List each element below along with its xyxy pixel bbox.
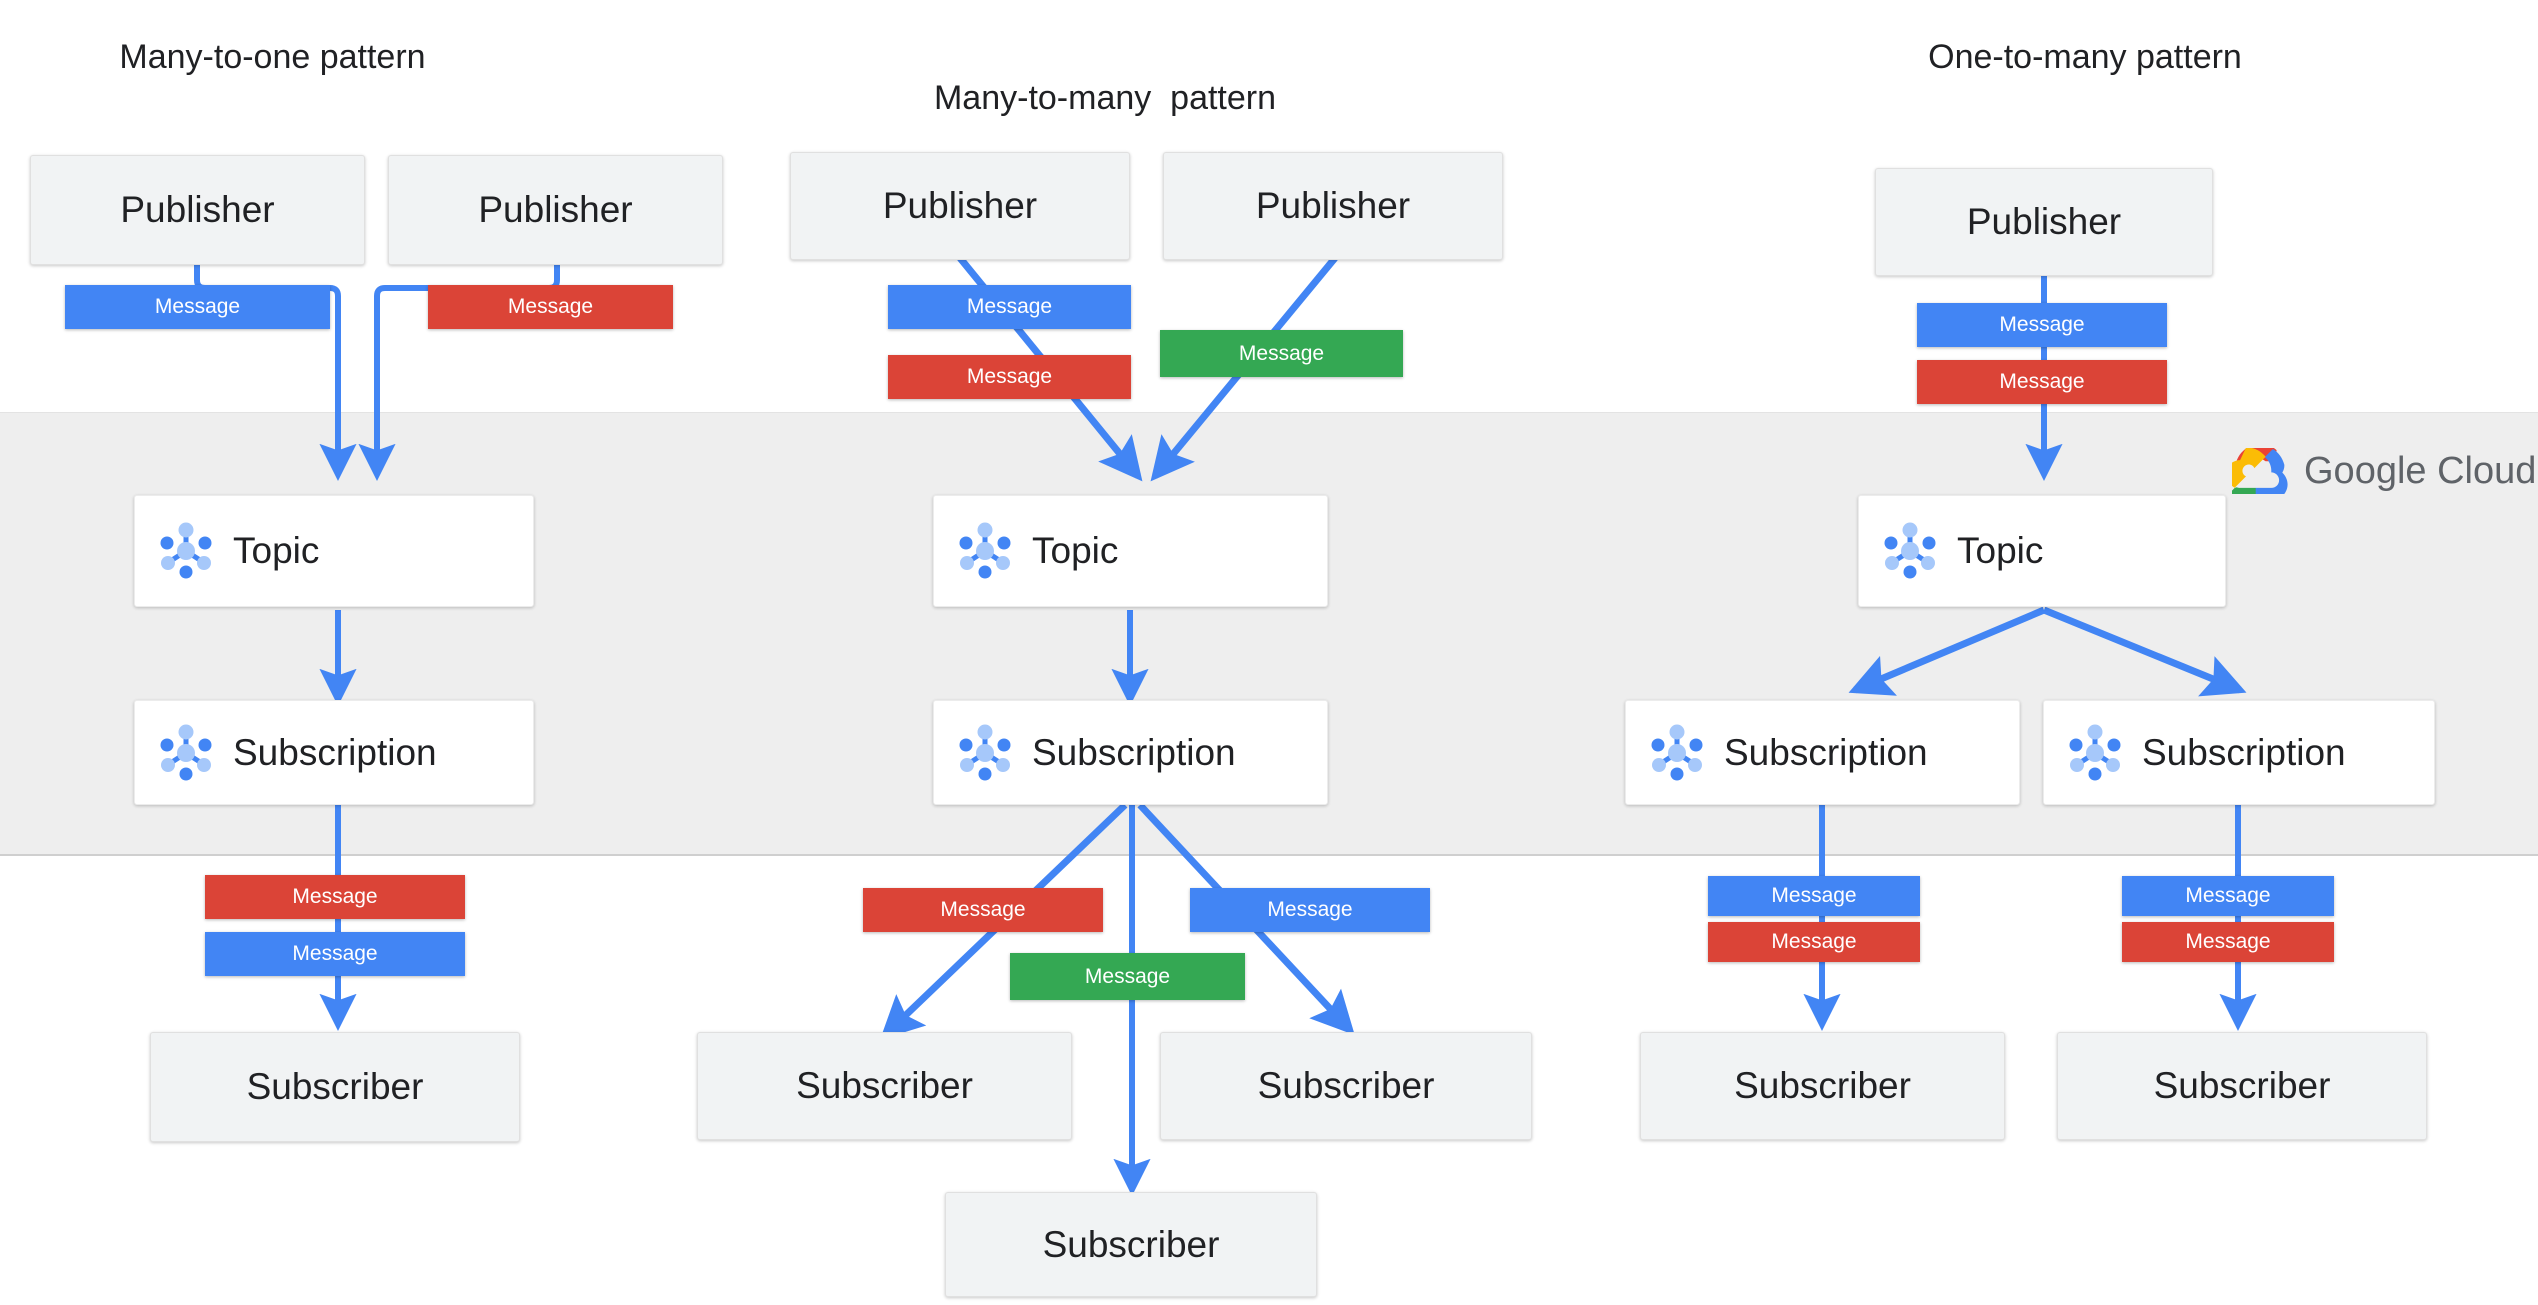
subscription-box[interactable]: Subscription [2043,700,2435,805]
message-label: Message [1267,898,1353,921]
publisher-box[interactable]: Publisher [1875,168,2213,276]
message-badge: Message [863,888,1103,932]
message-label: Message [1771,930,1857,953]
message-badge: Message [2122,922,2334,962]
publisher-label: Publisher [882,185,1038,226]
message-badge: Message [65,285,330,329]
subscriber-label: Subscriber [2153,1065,2331,1106]
message-label: Message [940,898,1026,921]
message-label: Message [2185,930,2271,953]
message-label: Message [966,365,1053,388]
pubsub-icon [160,522,212,579]
message-badge: Message [2122,876,2334,916]
message-badge: Message [205,875,465,919]
publisher-label: Publisher [478,189,633,230]
message-label: Message [2185,884,2271,907]
message-badge: Message [1010,953,1245,1000]
pubsub-icon [1651,724,1703,780]
subscriber-box[interactable]: Subscriber [1640,1032,2005,1140]
publisher-label: Publisher [120,189,275,230]
message-label: Message [292,942,378,965]
subscription-label: Subscription [2142,731,2346,773]
column-title-one-to-many: One-to-many pattern [1928,38,2242,76]
google-cloud-logo: Google Cloud [2232,448,2536,494]
subscriber-label: Subscriber [796,1065,973,1106]
topic-label: Topic [1957,530,2044,571]
subscriber-label: Subscriber [1257,1065,1435,1106]
subscriber-box[interactable]: Subscriber [150,1032,520,1142]
publisher-box[interactable]: Publisher [1163,152,1503,260]
publisher-label: Publisher [1966,201,2122,242]
subscription-label: Subscription [1724,731,1928,773]
column-title-many-to-one: Many-to-one pattern [119,38,426,76]
google-cloud-wordmark: Google Cloud [2304,450,2536,493]
subscriber-label: Subscriber [1042,1223,1220,1265]
message-badge: Message [1708,922,1920,962]
message-label: Message [1238,341,1325,365]
pubsub-icon [959,522,1011,579]
message-label: Message [1999,370,2085,393]
publisher-box[interactable]: Publisher [30,155,365,265]
google-cloud-cloud-icon [2232,448,2288,494]
message-badge: Message [1917,303,2167,347]
pubsub-icon [160,724,212,780]
topic-box[interactable]: Topic [933,495,1328,607]
topic-label: Topic [233,530,320,571]
pubsub-icon [2069,724,2121,780]
subscriber-box[interactable]: Subscriber [697,1032,1072,1140]
message-badge: Message [205,932,465,976]
message-label: Message [966,295,1053,318]
publisher-box[interactable]: Publisher [790,152,1130,260]
message-label: Message [1771,884,1857,907]
message-badge: Message [888,285,1131,329]
arrow-topic-to-subscription-left-c3 [1848,606,2046,696]
brand-google: Google [2304,449,2427,492]
brand-cloud: Cloud [2437,449,2537,492]
publisher-label: Publisher [1255,185,1411,226]
subscriber-box[interactable]: Subscriber [945,1192,1317,1297]
subscription-label: Subscription [1032,731,1236,773]
message-badge: Message [1160,330,1403,377]
arrow-topic-to-subscription-right-c3 [2042,606,2247,697]
message-badge: Message [888,355,1131,399]
message-label: Message [154,295,241,318]
publisher-box[interactable]: Publisher [388,155,723,265]
pubsub-icon [1884,522,1936,579]
topic-box[interactable]: Topic [134,495,534,607]
subscription-box[interactable]: Subscription [1625,700,2020,805]
subscriber-label: Subscriber [246,1066,424,1107]
message-badge: Message [1917,360,2167,404]
message-label: Message [507,295,594,318]
message-badge: Message [1708,876,1920,916]
message-label: Message [292,885,378,908]
subscriber-box[interactable]: Subscriber [2057,1032,2427,1140]
message-label: Message [1084,964,1171,988]
subscriber-label: Subscriber [1734,1065,1911,1106]
pubsub-icon [959,724,1011,780]
subscriber-box[interactable]: Subscriber [1160,1032,1532,1140]
topic-label: Topic [1032,530,1119,571]
subscription-label: Subscription [233,731,437,773]
message-badge: Message [428,285,673,329]
topic-box[interactable]: Topic [1858,495,2226,607]
message-badge: Message [1190,888,1430,932]
subscription-box[interactable]: Subscription [933,700,1328,805]
message-label: Message [1999,313,2085,336]
subscription-box[interactable]: Subscription [134,700,534,805]
column-title-many-to-many: Many-to-many pattern [933,79,1277,117]
